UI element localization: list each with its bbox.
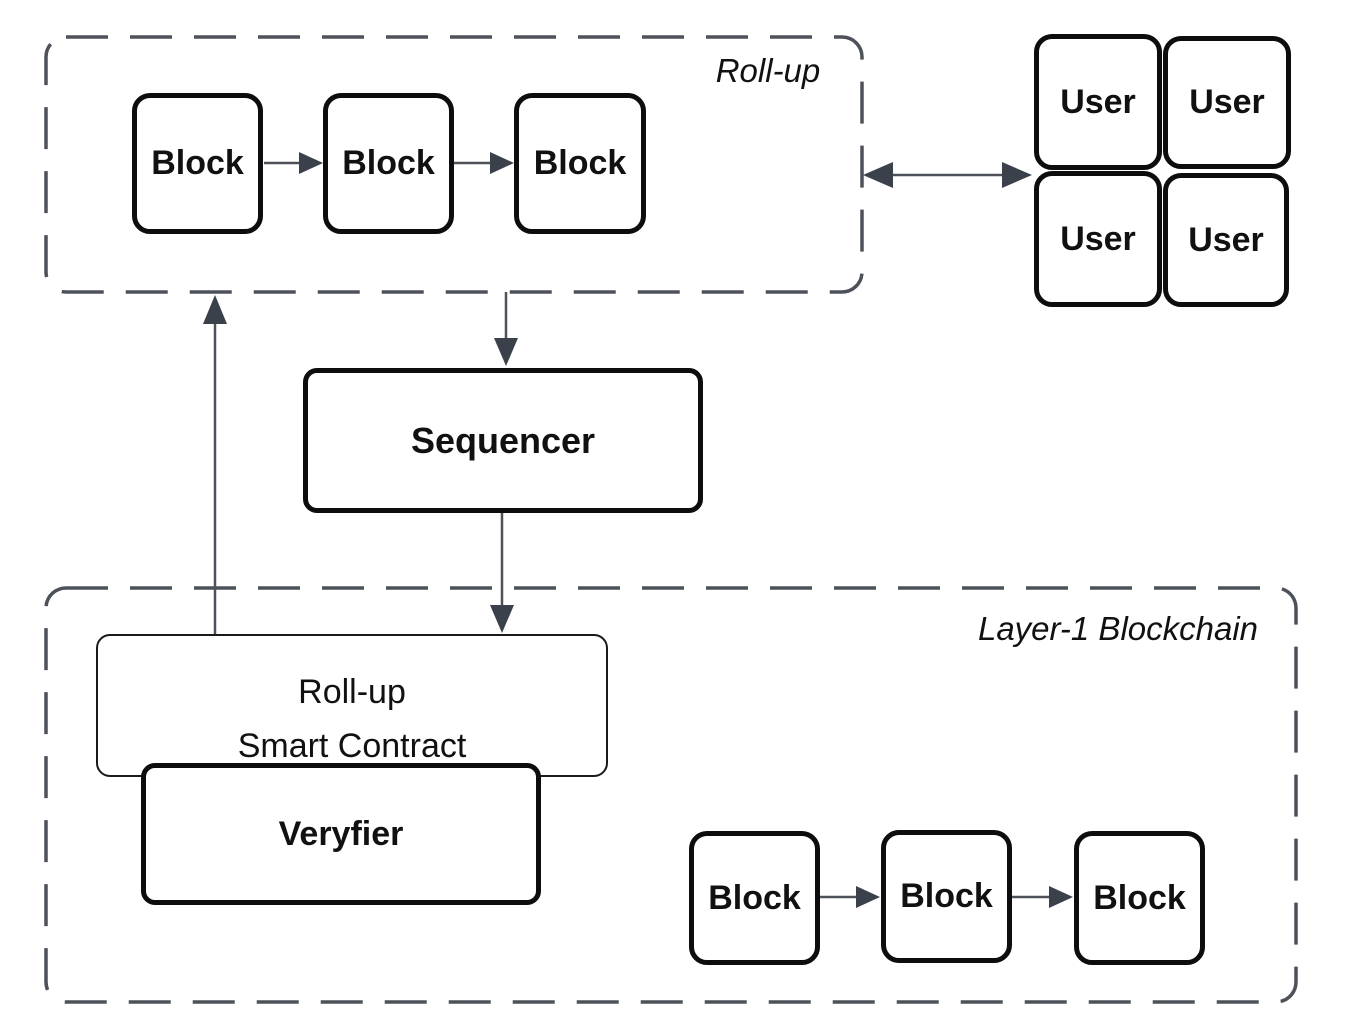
layer1-block-2-label: Block [900, 877, 993, 915]
rollup-block-1: Block [132, 93, 263, 234]
layer1-block-2: Block [881, 830, 1012, 963]
verifier-box: Veryfier [141, 763, 541, 905]
rollup-block-3: Block [514, 93, 646, 234]
arrow-rollup-block1-to-block2 [264, 152, 323, 174]
arrow-layer1-block2-to-block3 [1012, 886, 1073, 908]
rollup-smart-contract-line1: Roll-up [298, 673, 406, 711]
user-box-1: User [1034, 34, 1162, 170]
rollup-container-border [44, 35, 864, 294]
arrow-rollup-block2-to-block3 [454, 152, 514, 174]
rollup-container-label: Roll-up [715, 52, 821, 89]
verifier-label: Veryfier [278, 814, 404, 853]
rollup-smart-contract-box: Roll-up Smart Contract [96, 634, 608, 777]
layer1-block-1-label: Block [708, 878, 801, 917]
user-box-3: User [1034, 171, 1162, 307]
rollup-block-2: Block [323, 93, 454, 234]
layer1-block-3-label: Block [1093, 878, 1186, 917]
user-box-2: User [1163, 36, 1291, 169]
arrow-rollup-to-sequencer [494, 292, 518, 366]
user-box-1-label: User [1060, 82, 1136, 121]
user-box-4: User [1163, 173, 1289, 307]
rollup-block-3-label: Block [533, 144, 627, 182]
user-box-3-label: User [1060, 219, 1136, 258]
arrow-rollup-to-users-bidirectional [863, 162, 1032, 188]
arrow-smart-contract-to-rollup [203, 295, 227, 634]
layer1-container-border [44, 586, 1298, 1004]
rollup-smart-contract-line2: Smart Contract [237, 726, 467, 765]
sequencer-label: Sequencer [410, 419, 596, 461]
rollup-block-2-label: Block [342, 144, 435, 182]
layer1-block-3: Block [1074, 831, 1205, 965]
arrow-layer1-block1-to-block2 [820, 886, 880, 908]
layer1-container-label: Layer-1 Blockchain [977, 610, 1259, 647]
sequencer-box: Sequencer [303, 368, 703, 513]
arrow-sequencer-to-smart-contract [490, 513, 514, 633]
user-box-4-label: User [1188, 220, 1264, 259]
rollup-block-1-label: Block [151, 144, 244, 182]
user-box-2-label: User [1189, 83, 1265, 121]
layer1-block-1: Block [689, 831, 820, 965]
